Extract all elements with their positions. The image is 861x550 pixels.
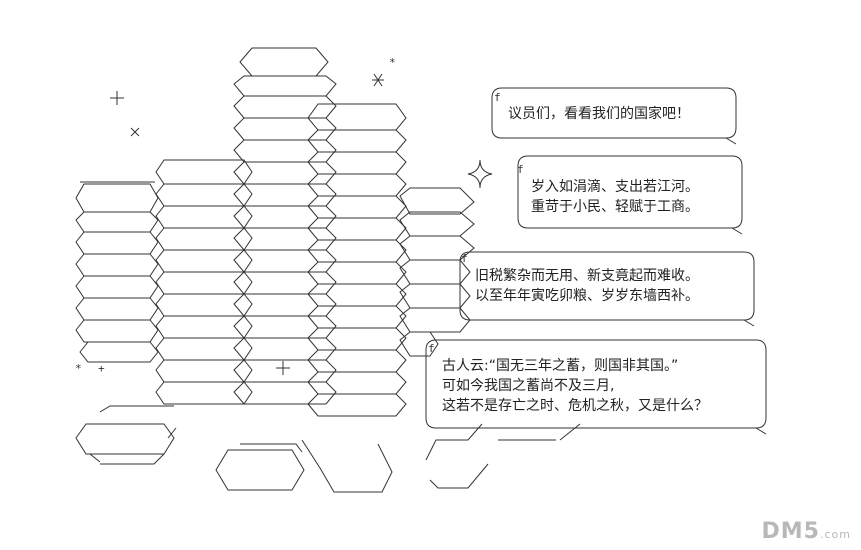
- bubble-3-line-1: 旧税繁杂而无用、新支竟起而难收。: [475, 268, 699, 284]
- bubble-3-outline: [459, 251, 755, 327]
- speech-bubble-4: 古人云:“国无三年之蓄，则国非其国。” 可如今我国之蓄尚不及三月, 这若不是存亡…: [442, 356, 708, 416]
- bubble-2-line-1: 岁入如涓滴、支出若江河。: [531, 179, 699, 195]
- coin-stack-right: [399, 187, 581, 489]
- watermark-text: DM5: [761, 519, 820, 544]
- bubble-4-line-2: 可如今我国之蓄尚不及三月,: [442, 378, 615, 394]
- coin-stack-center-tall: [215, 47, 337, 491]
- sparkle-cross-icon: [130, 127, 140, 137]
- svg-text:+: +: [98, 362, 105, 375]
- svg-text:f: f: [494, 91, 501, 104]
- watermark-suffix: .com: [820, 528, 851, 541]
- bubble-4-line-1: 古人云:“国无三年之蓄，则国非其国。”: [442, 358, 679, 374]
- svg-text:f: f: [428, 342, 435, 355]
- sparkle-plus-icon: [276, 361, 290, 375]
- speech-bubble-2: 岁入如涓滴、支出若江河。 重苛于小民、轻赋于工商。: [531, 177, 699, 217]
- bubble-4-outline: [425, 339, 767, 435]
- speech-bubble-1: 议员们，看看我们的国家吧！: [508, 104, 690, 124]
- bubble-2-line-2: 重苛于小民、轻赋于工商。: [531, 199, 699, 215]
- bubble-1-outline: [491, 87, 737, 145]
- speech-bubble-outlines: [425, 87, 767, 435]
- svg-text:f: f: [461, 252, 468, 265]
- svg-text:f: f: [517, 163, 524, 176]
- bubble-4-line-3: 这若不是存亡之时、危机之秋，又是什么？: [442, 398, 708, 414]
- bubble-1-line-1: 议员们，看看我们的国家吧！: [508, 106, 690, 122]
- svg-text:*: *: [389, 56, 396, 69]
- site-watermark-logo: DM5.com: [762, 519, 851, 544]
- svg-text:*: *: [75, 362, 82, 375]
- sparkle-asterisk-icon: [372, 73, 384, 87]
- bubble-2-outline: [517, 155, 743, 235]
- bubble-3-line-2: 以至年年寅吃卯粮、岁岁东墙西补。: [475, 288, 699, 304]
- sparkle-plus-icon: [110, 91, 124, 105]
- speech-bubble-3: 旧税繁杂而无用、新支竟起而难收。 以至年年寅吃卯粮、岁岁东墙西补。: [475, 266, 699, 306]
- coin-stack-left: [75, 181, 175, 465]
- sparkle-diamond-icon: [467, 159, 493, 189]
- coin-stack-center-left: [99, 159, 253, 439]
